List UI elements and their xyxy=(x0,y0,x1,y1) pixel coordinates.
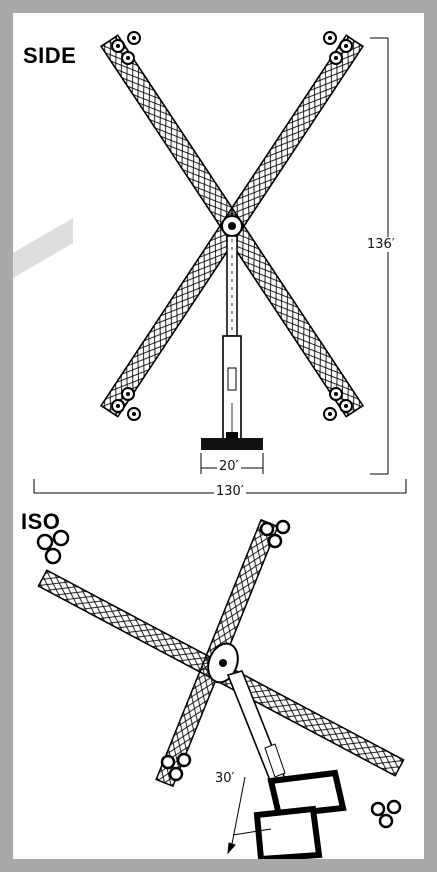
mast-base-block xyxy=(201,438,263,450)
light-head-icon xyxy=(160,752,192,782)
iso-trailer xyxy=(232,769,347,859)
light-head-icon xyxy=(323,31,353,65)
light-head-icon xyxy=(323,387,353,421)
drawing-panel: SIDE ISO 136′ 20′ 130′ 30′ xyxy=(13,13,424,859)
base-dimension-label: 20′ xyxy=(217,459,241,474)
height-dimension-label: 136′ xyxy=(365,237,397,252)
side-view-label: SIDE xyxy=(23,43,77,68)
iso-view xyxy=(36,518,405,859)
light-head-icon xyxy=(111,31,141,65)
light-head-icon xyxy=(36,529,70,565)
width-dimension-label: 130′ xyxy=(214,484,246,499)
light-head-icon xyxy=(111,387,141,421)
iso-view-label: ISO xyxy=(21,509,61,534)
depth-dimension-label: 30′ xyxy=(213,771,237,786)
depth-dimension xyxy=(227,776,246,855)
light-head-icon xyxy=(370,799,402,829)
side-view xyxy=(33,31,407,494)
iso-hub-pin xyxy=(219,659,227,667)
height-dimension xyxy=(370,37,389,475)
watermark-shape xyxy=(13,218,73,278)
technical-drawing xyxy=(13,31,407,859)
hub-pin xyxy=(228,222,236,230)
mast xyxy=(222,235,242,440)
mast-foot xyxy=(226,432,238,440)
light-head-icon xyxy=(259,519,291,549)
